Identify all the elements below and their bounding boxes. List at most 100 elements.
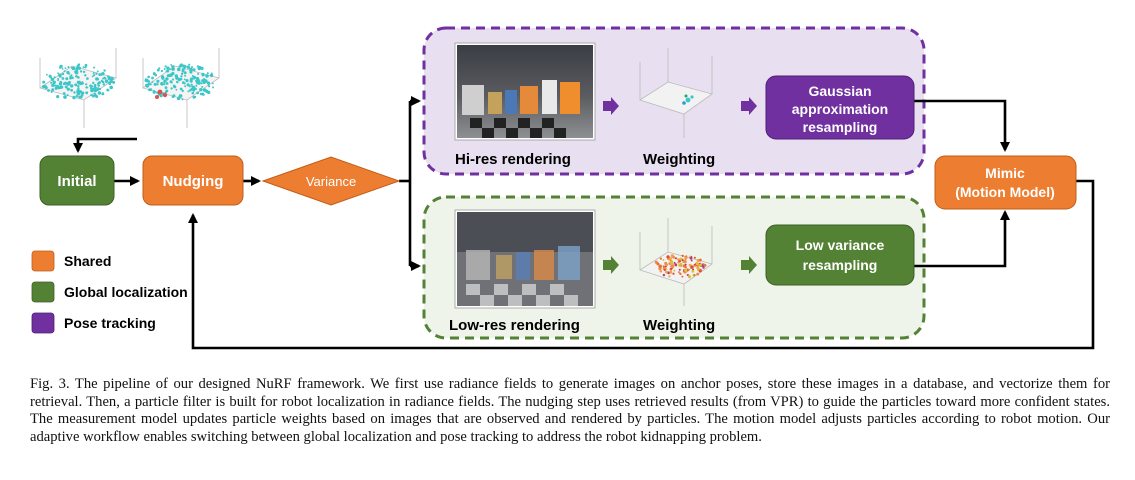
particle [668, 257, 672, 261]
particle [96, 70, 99, 73]
particle [75, 94, 79, 98]
particle [684, 263, 687, 266]
mimic-label-2: (Motion Model) [955, 184, 1055, 200]
particle [166, 69, 170, 73]
particle [201, 73, 205, 77]
hi-res-rendering-label: Hi-res rendering [455, 151, 571, 168]
particle [73, 71, 76, 73]
particle [61, 77, 65, 80]
nudging-label: Nudging [163, 173, 224, 190]
particle [209, 73, 214, 78]
particle [84, 63, 88, 67]
particle [199, 92, 203, 96]
legend-swatch-pose [31, 312, 55, 334]
particle [95, 86, 98, 89]
particle [152, 72, 156, 76]
particle [186, 65, 190, 69]
particle [97, 84, 100, 87]
particle [693, 263, 696, 266]
particle [179, 87, 183, 91]
particle [93, 74, 96, 77]
particle [77, 87, 80, 90]
particle [659, 269, 663, 273]
particle [170, 87, 173, 90]
variance-label: Variance [306, 174, 356, 189]
particle [67, 82, 71, 86]
particle [48, 74, 52, 78]
hi-res-weighting-label: Weighting [643, 151, 715, 168]
particle [658, 264, 662, 269]
particle [673, 269, 676, 272]
particle [197, 72, 200, 75]
particle [196, 65, 199, 68]
particle [77, 84, 80, 88]
particle [696, 265, 700, 269]
particle [50, 81, 53, 84]
particle [66, 94, 69, 97]
particle [212, 86, 214, 89]
particle [163, 83, 166, 86]
particle [90, 94, 93, 97]
particle [177, 77, 181, 82]
particle [190, 66, 194, 69]
particle [82, 70, 86, 74]
particle [54, 86, 58, 90]
particle [690, 265, 694, 269]
particle [189, 67, 193, 72]
particle [212, 82, 214, 85]
particle [163, 79, 167, 84]
legend-label-global: Global localization [64, 284, 188, 300]
particle [89, 84, 92, 87]
particle [78, 95, 82, 99]
particle [82, 66, 85, 69]
particle [165, 77, 169, 81]
particle [199, 88, 203, 92]
particle [669, 270, 673, 274]
particle [662, 259, 665, 261]
particle [63, 70, 66, 73]
particle [674, 263, 678, 267]
particle [178, 94, 183, 98]
particle [95, 72, 98, 75]
particle [685, 255, 688, 257]
particle [102, 77, 104, 80]
particle [144, 78, 148, 81]
particle [177, 67, 181, 72]
particle [166, 66, 170, 70]
particle [171, 65, 175, 69]
particle [205, 74, 209, 78]
figure-caption: Fig. 3. The pipeline of our designed NuR… [30, 376, 1110, 445]
particle [662, 273, 666, 277]
particle [208, 85, 211, 88]
particle [81, 81, 84, 83]
particle [84, 66, 87, 69]
particle [691, 269, 695, 273]
particle [699, 263, 702, 267]
particle [66, 87, 70, 91]
particle [92, 81, 95, 85]
particle [202, 81, 206, 84]
particle [91, 85, 94, 88]
particle [110, 77, 113, 80]
particle [688, 268, 691, 271]
particle [50, 77, 55, 82]
particle [75, 67, 79, 71]
particle [184, 85, 187, 88]
particle [659, 257, 662, 260]
particle [69, 77, 72, 80]
particle [57, 72, 59, 75]
particle [74, 83, 77, 86]
particle [169, 68, 172, 71]
hi-res-weighting-plot [639, 48, 713, 138]
legend-swatch-shared [31, 250, 55, 272]
particle [676, 258, 680, 261]
particle [105, 81, 108, 84]
particle [70, 88, 73, 92]
variance-node: Variance [261, 156, 401, 206]
particle [681, 254, 684, 257]
particle [90, 88, 94, 91]
particle [672, 272, 675, 275]
particle [54, 84, 57, 87]
particle [171, 67, 175, 71]
particle [672, 256, 676, 259]
